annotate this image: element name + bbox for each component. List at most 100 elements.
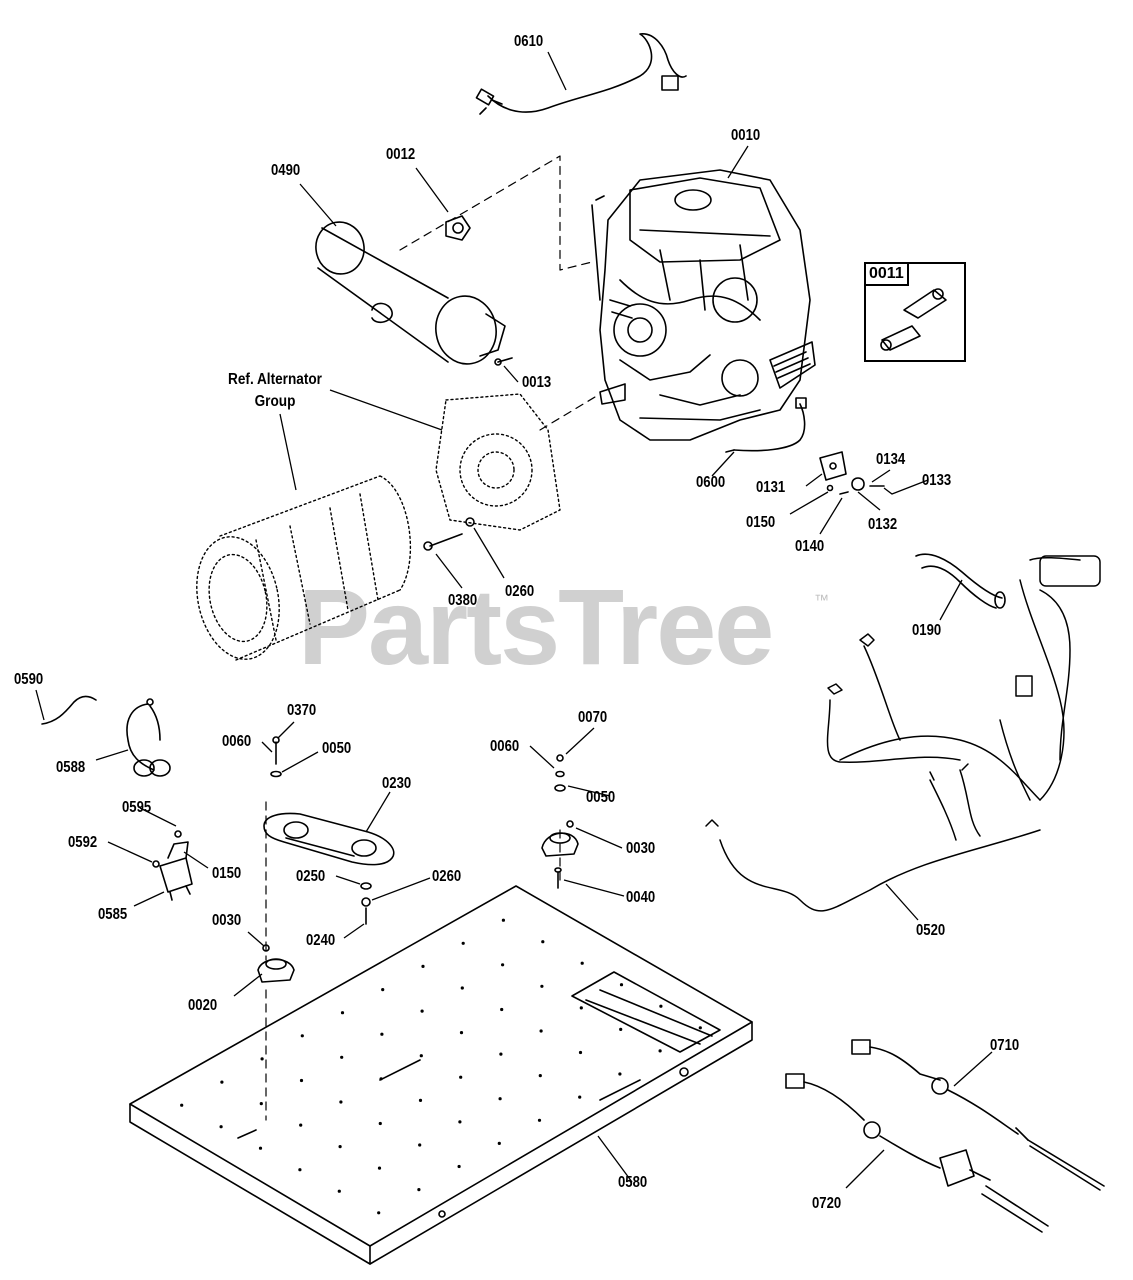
mount-right bbox=[541, 754, 579, 889]
callout-0585[interactable]: 0585 bbox=[98, 906, 128, 923]
sensor-cable-0720 bbox=[785, 1073, 1049, 1233]
plate-hole bbox=[180, 1103, 184, 1107]
plate-hole bbox=[418, 1098, 423, 1102]
plate-hole bbox=[299, 1123, 303, 1127]
trademark-symbol: ™ bbox=[814, 592, 829, 609]
callout-0040[interactable]: 0040 bbox=[626, 889, 656, 906]
callout-0010[interactable]: 0010 bbox=[731, 127, 761, 144]
wiring-harness-0520 bbox=[705, 555, 1101, 912]
plate-hole bbox=[541, 940, 545, 944]
plate-hole bbox=[618, 1072, 622, 1076]
callout-0140[interactable]: 0140 bbox=[795, 538, 825, 555]
plate-hole bbox=[500, 1007, 504, 1012]
plate-hole bbox=[580, 961, 584, 965]
callout-0020[interactable]: 0020 bbox=[188, 997, 218, 1014]
gasket-0012 bbox=[445, 215, 471, 241]
alternator-reference-line1: Ref. Alternator bbox=[228, 371, 322, 388]
relay-bracket-0585 bbox=[152, 830, 193, 901]
kit-box-label: 0011 bbox=[864, 262, 909, 286]
callout-0610[interactable]: 0610 bbox=[514, 33, 544, 50]
plate-hole bbox=[658, 1049, 662, 1053]
plate-hole bbox=[420, 1009, 424, 1013]
plate-hole bbox=[539, 1029, 543, 1033]
callout-0380[interactable]: 0380 bbox=[448, 592, 478, 609]
plate-hole bbox=[540, 984, 544, 988]
callout-0250[interactable]: 0250 bbox=[296, 868, 326, 885]
plate-hole bbox=[501, 918, 505, 922]
callout-0150-top[interactable]: 0150 bbox=[746, 514, 776, 531]
bracket-assembly-0131 bbox=[819, 451, 885, 495]
callout-0050-left[interactable]: 0050 bbox=[322, 740, 352, 757]
callout-0050-right[interactable]: 0050 bbox=[586, 789, 616, 806]
callout-0600[interactable]: 0600 bbox=[696, 474, 726, 491]
muffler-0490 bbox=[315, 221, 506, 365]
kit-parts-0011 bbox=[880, 288, 947, 351]
callout-0131[interactable]: 0131 bbox=[756, 479, 786, 496]
engine-0010 bbox=[591, 169, 816, 441]
callout-0030-left[interactable]: 0030 bbox=[212, 912, 242, 929]
plate-hole bbox=[461, 941, 465, 945]
plate-hole bbox=[499, 1052, 503, 1056]
callout-0013[interactable]: 0013 bbox=[522, 374, 552, 391]
plate-hole bbox=[497, 1141, 501, 1145]
callout-0030-right[interactable]: 0030 bbox=[626, 840, 656, 857]
callout-0592[interactable]: 0592 bbox=[68, 834, 98, 851]
plate-hole bbox=[460, 986, 464, 990]
plate-hole bbox=[377, 1166, 382, 1170]
plate-hole bbox=[380, 1032, 384, 1036]
sensor-wire-0610 bbox=[475, 33, 687, 115]
callout-0133[interactable]: 0133 bbox=[922, 472, 952, 489]
hose-0190 bbox=[915, 553, 1006, 609]
callout-0720[interactable]: 0720 bbox=[812, 1195, 842, 1212]
plate-hole bbox=[417, 1188, 421, 1192]
plate-hole bbox=[337, 1189, 341, 1193]
plate-hole bbox=[339, 1100, 343, 1104]
callout-0710[interactable]: 0710 bbox=[990, 1037, 1020, 1054]
plate-hole bbox=[377, 1211, 381, 1215]
callout-0230[interactable]: 0230 bbox=[382, 775, 412, 792]
callout-0060-left[interactable]: 0060 bbox=[222, 733, 252, 750]
callout-0520[interactable]: 0520 bbox=[916, 922, 946, 939]
callout-0370[interactable]: 0370 bbox=[287, 702, 317, 719]
callout-0490[interactable]: 0490 bbox=[271, 162, 301, 179]
plate-hole bbox=[501, 963, 505, 967]
callout-0190[interactable]: 0190 bbox=[912, 622, 942, 639]
plate-hole bbox=[459, 1031, 464, 1035]
callout-0590[interactable]: 0590 bbox=[14, 671, 44, 688]
callout-0070[interactable]: 0070 bbox=[578, 709, 608, 726]
base-plate-holes bbox=[180, 918, 702, 1215]
callout-0012[interactable]: 0012 bbox=[386, 146, 416, 163]
plate-hole bbox=[299, 1078, 304, 1083]
mount-left bbox=[257, 736, 395, 983]
callout-0150-bottom[interactable]: 0150 bbox=[212, 865, 242, 882]
plate-hole bbox=[457, 1164, 461, 1169]
plate-hole bbox=[537, 1118, 542, 1122]
plate-hole bbox=[418, 1143, 422, 1147]
plate-hole bbox=[698, 1026, 702, 1030]
plate-hole bbox=[419, 1054, 423, 1058]
bolt-0380 bbox=[423, 533, 463, 551]
sensor-0588 bbox=[126, 698, 171, 777]
plate-hole bbox=[340, 1055, 344, 1059]
callout-0580[interactable]: 0580 bbox=[618, 1174, 648, 1191]
callout-0134[interactable]: 0134 bbox=[876, 451, 906, 468]
callout-0240[interactable]: 0240 bbox=[306, 932, 336, 949]
callout-0588[interactable]: 0588 bbox=[56, 759, 86, 776]
callout-0132[interactable]: 0132 bbox=[868, 516, 898, 533]
callout-0260-top[interactable]: 0260 bbox=[505, 583, 535, 600]
kit-box-0011[interactable]: 0011 bbox=[864, 262, 966, 362]
wire-0590 bbox=[41, 695, 97, 725]
plate-hole bbox=[459, 1075, 463, 1079]
plate-hole bbox=[338, 1145, 342, 1149]
callout-0260-bottom[interactable]: 0260 bbox=[432, 868, 462, 885]
watermark: PartsTree bbox=[298, 566, 774, 687]
plate-hole bbox=[220, 1080, 224, 1084]
alternator-reference bbox=[196, 393, 561, 661]
plate-hole bbox=[421, 964, 425, 969]
plate-hole bbox=[578, 1095, 582, 1099]
plate-hole bbox=[298, 1168, 302, 1172]
callout-0595[interactable]: 0595 bbox=[122, 799, 152, 816]
callout-0060-right[interactable]: 0060 bbox=[490, 738, 520, 755]
